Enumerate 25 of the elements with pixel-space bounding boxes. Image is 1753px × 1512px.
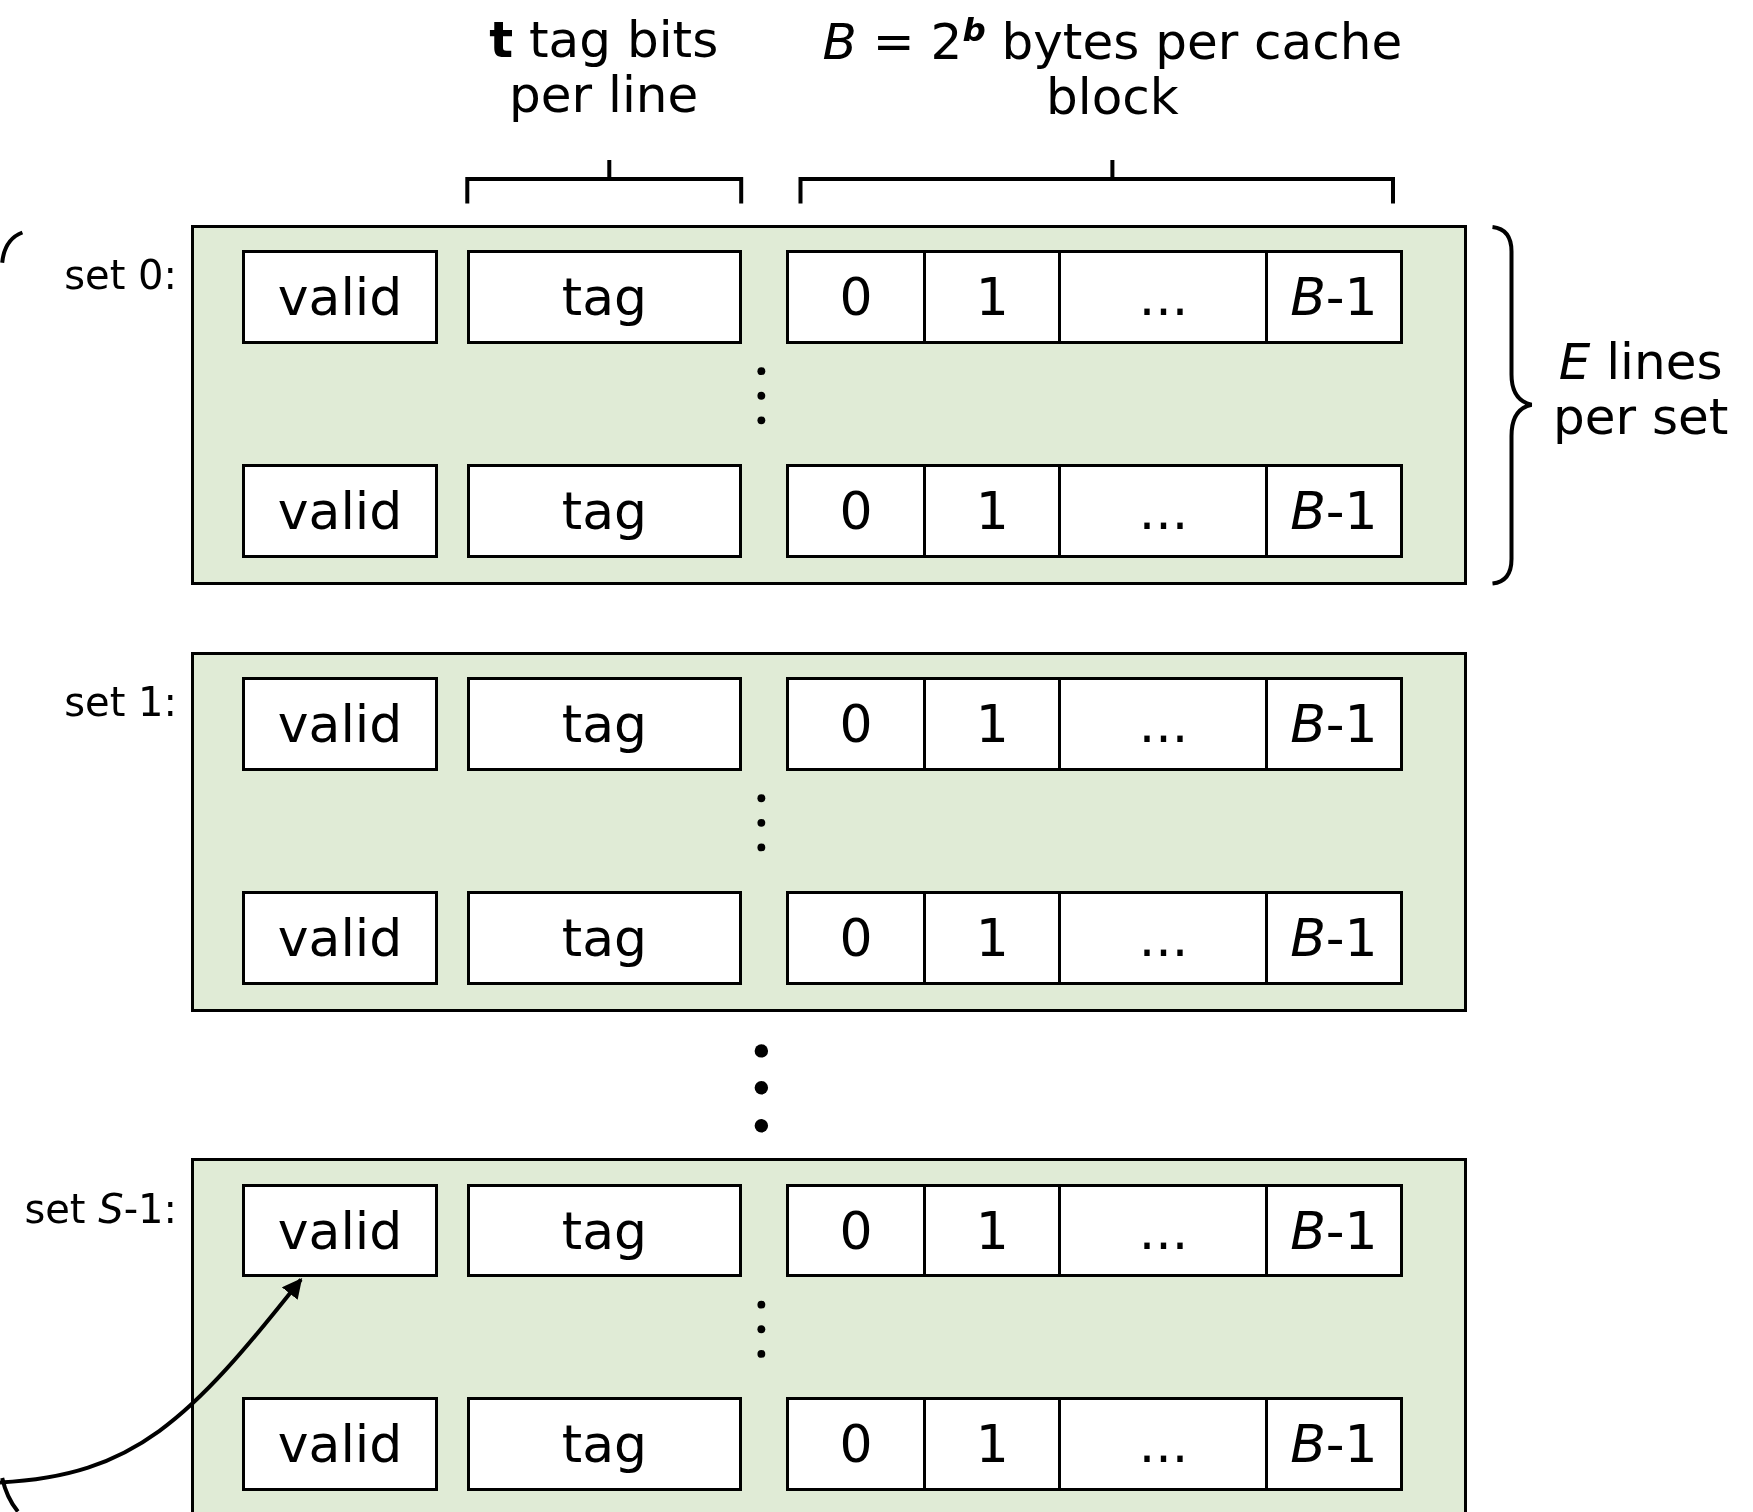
line-field: valid [242, 250, 438, 344]
line-field: valid [242, 463, 438, 558]
line-field: tag [466, 250, 742, 344]
line-field: tag [466, 677, 742, 772]
line-field: B-1 [1265, 677, 1403, 772]
bracket-label: t tag bits per line [488, 13, 720, 124]
line-field: tag [466, 1397, 742, 1491]
brace-label: E lines per set [1551, 335, 1730, 446]
line-field: tag [466, 1183, 742, 1278]
set-label: set S-1: [24, 1185, 177, 1232]
line-field: tag [466, 890, 742, 985]
arrow [0, 1277, 303, 1485]
line-field: B-1 [1265, 1183, 1403, 1278]
line-field: B-1 [1265, 890, 1403, 985]
line-field: valid [242, 677, 438, 772]
line-field: B-1 [1265, 463, 1403, 558]
line-field: valid [242, 1397, 438, 1491]
line-field: B-1 [1265, 250, 1403, 344]
set-label: set 0: [64, 252, 177, 299]
bracket-label: B = 2$^{b}$ bytes per cache block [821, 13, 1404, 126]
line-field: tag [466, 463, 742, 558]
set-label: set 1: [64, 679, 177, 726]
line-field: valid [242, 890, 438, 985]
line-field: B-1 [1265, 1397, 1403, 1491]
line-field: valid [242, 1183, 438, 1278]
